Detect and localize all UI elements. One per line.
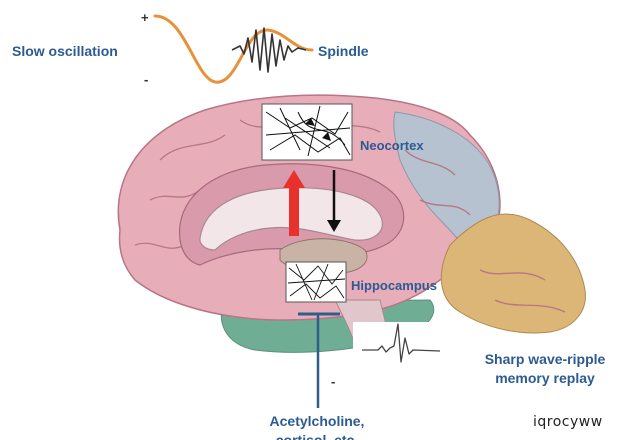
slow-oscillation-wave: [153, 14, 314, 84]
sharp-wave-ripple-label: Sharp wave-ripple memory replay: [472, 350, 618, 388]
minus-sign-input-label: -: [331, 374, 336, 389]
acetylcholine-label: Acetylcholine, cortisol, etc.: [262, 412, 372, 440]
ripple-trace: [362, 323, 441, 363]
neocortex-neuron-soma: [305, 118, 331, 141]
slow-oscillation-label: Slow oscillation: [12, 43, 118, 59]
hippocampus-neuron-processes: [287, 263, 346, 301]
acetylcholine-line-1: Acetylcholine,: [269, 413, 365, 429]
red-arrow: [283, 170, 305, 236]
sharp-wave-ripple-line-1: Sharp wave-ripple: [484, 351, 606, 367]
plus-sign-label: +: [141, 10, 149, 25]
spindle-wave: [231, 27, 307, 73]
neocortex-neuron-processes: [265, 105, 351, 157]
red-arrow-head: [283, 170, 305, 188]
minus-sign-wave-label: -: [144, 72, 149, 87]
cholinergic-input-line: [298, 312, 340, 408]
red-arrow-shaft: [289, 186, 299, 236]
ripple-trace-panel: [353, 322, 445, 372]
acetylcholine-line-2: cortisol, etc.: [275, 432, 359, 440]
black-arrow: [327, 170, 341, 232]
black-arrow-head: [327, 220, 341, 232]
watermark-text: iqrocyww: [533, 414, 603, 430]
hippocampus-label: Hippocampus: [351, 278, 437, 293]
sharp-wave-ripple-line-2: memory replay: [495, 370, 595, 386]
spindle-trace: [231, 27, 307, 73]
slow-oscillation-trace: [153, 14, 314, 84]
hippocampus-network-inset: [285, 261, 347, 303]
neocortex-label: Neocortex: [360, 138, 424, 153]
neocortex-network-inset: [261, 103, 353, 161]
spindle-label: Spindle: [318, 43, 369, 59]
